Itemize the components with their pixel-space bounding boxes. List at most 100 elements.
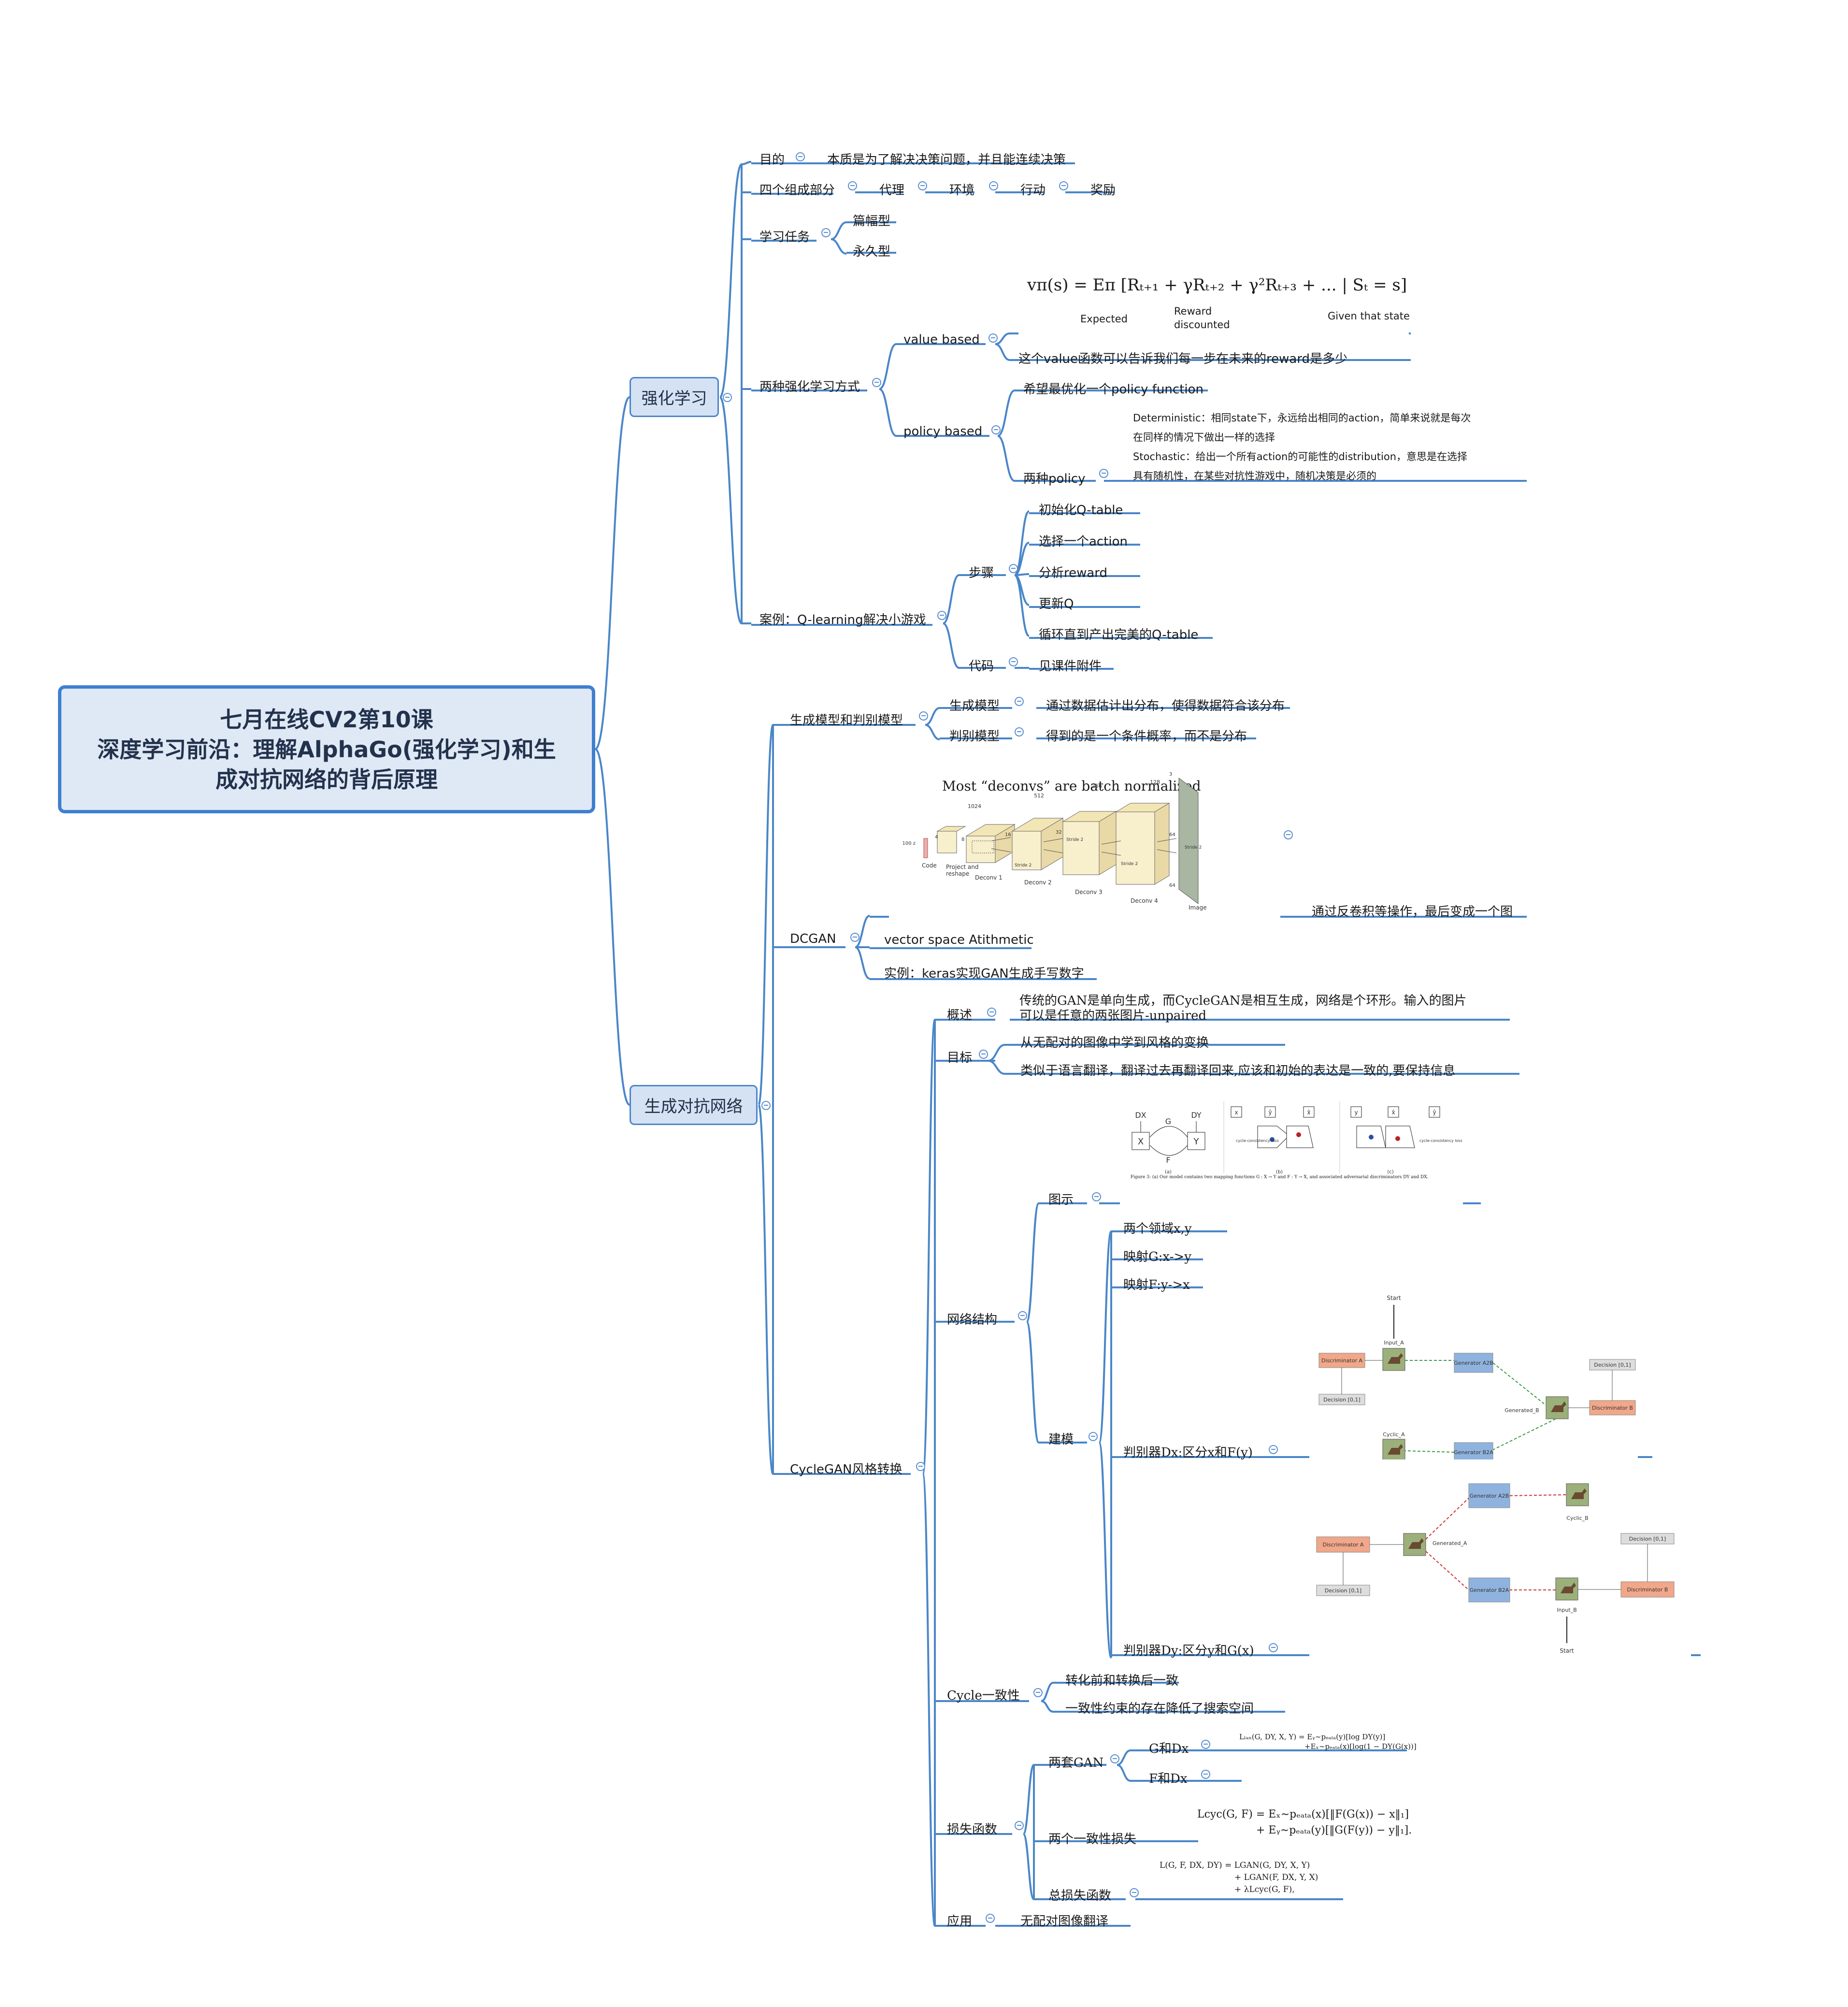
network-structure-label: 网络结构 <box>947 1313 998 1327</box>
formula-given-state-label: Given that state <box>1328 310 1410 322</box>
collapse-toggle-icon[interactable] <box>1284 830 1293 839</box>
collapse-toggle-icon[interactable] <box>723 393 732 402</box>
collapse-toggle-icon[interactable] <box>1009 657 1018 666</box>
policy-based-label: policy based <box>903 424 983 439</box>
xh-box <box>1303 1106 1315 1118</box>
collapse-toggle-icon[interactable] <box>872 378 881 387</box>
panel-b-label: (b) <box>1276 1170 1283 1175</box>
deconv3-label: Deconv 3 <box>1075 889 1103 895</box>
branch-gan[interactable]: 生成对抗网络 <box>630 1085 758 1125</box>
yh-box <box>1264 1106 1276 1118</box>
projection-line <box>991 848 1011 852</box>
q-learning-case-label: 案例：Q-learning解决小游戏 <box>759 613 926 627</box>
connector-curve <box>719 163 743 398</box>
collapse-toggle-icon[interactable] <box>937 611 946 620</box>
dcgan-figure-title: Most “deconvs” are batch normalized <box>942 778 1201 794</box>
collapse-toggle-icon[interactable] <box>979 1050 988 1059</box>
backward-link <box>1425 1498 1469 1540</box>
value-function-formula: vπ(s) = Eπ [Rₜ₊₁ + γRₜ₊₂ + γ²Rₜ₊₃ + ... … <box>1027 275 1407 295</box>
g-dx-label: G和Dx <box>1149 1742 1189 1756</box>
root-title-line1: 七月在线CV2第10课 <box>220 706 433 733</box>
code-vector <box>923 838 928 858</box>
collapse-toggle-icon[interactable] <box>796 152 805 161</box>
generator-a2b <box>1454 1353 1493 1373</box>
rl-component-agent: 代理 <box>879 183 905 198</box>
connector-curve <box>719 396 743 624</box>
collapse-toggle-icon[interactable] <box>989 181 998 190</box>
connector-curve <box>1014 574 1030 637</box>
illustration-label: 图示 <box>1048 1193 1074 1207</box>
connector-curve <box>1041 1700 1054 1713</box>
collapse-toggle-icon[interactable] <box>1015 697 1024 706</box>
discriminator-b-label: Discriminator B <box>1627 1587 1668 1593</box>
collapse-toggle-icon[interactable] <box>991 425 1001 434</box>
sample-point <box>1395 1136 1400 1141</box>
collapse-toggle-icon[interactable] <box>1018 1311 1027 1320</box>
collapse-toggle-icon[interactable] <box>1110 1754 1119 1763</box>
connector-curve <box>1117 1764 1131 1782</box>
discriminator-b-label: Discriminator B <box>1592 1405 1633 1411</box>
collapse-toggle-icon[interactable] <box>1099 469 1108 478</box>
value-function-formula-image: vπ(s) = Eπ [Rₜ₊₁ + γRₜ₊₂ + γ²Rₜ₊₃ + ... … <box>1018 271 1410 334</box>
collapse-toggle-icon[interactable] <box>1269 1445 1278 1454</box>
dim-label: 1024 <box>968 803 981 809</box>
dim-label: 32 <box>1056 830 1062 835</box>
collapse-toggle-icon[interactable] <box>848 181 857 190</box>
step-item: 选择一个action <box>1039 534 1128 549</box>
reshape-label: reshape <box>946 870 969 877</box>
collapse-toggle-icon[interactable] <box>987 1008 996 1017</box>
branch-gan-label: 生成对抗网络 <box>644 1097 743 1116</box>
total-loss-formula-line: + LGAN(F, DX, Y, X) <box>1234 1873 1318 1882</box>
generative-model-label: 生成模型 <box>949 699 1000 713</box>
projection-line <box>1043 838 1063 842</box>
sample-point <box>1296 1132 1301 1137</box>
collapse-toggle-icon[interactable] <box>1059 181 1068 190</box>
xh2-label: x̂ <box>1391 1109 1395 1116</box>
collapse-toggle-icon[interactable] <box>1015 1821 1024 1830</box>
collapse-toggle-icon[interactable] <box>919 711 928 721</box>
collapse-toggle-icon[interactable] <box>988 333 998 343</box>
collapse-toggle-icon[interactable] <box>1092 1192 1101 1201</box>
rl-purpose-label: 目的 <box>759 153 785 167</box>
forward-link <box>1425 1551 1469 1590</box>
collapse-toggle-icon[interactable] <box>1015 727 1024 736</box>
connector-curve <box>925 724 940 740</box>
project-block <box>937 831 957 853</box>
projection-line <box>1157 849 1177 853</box>
collapse-toggle-icon[interactable] <box>1009 564 1018 573</box>
code-label: 代码 <box>969 659 994 674</box>
collapse-toggle-icon[interactable] <box>918 181 927 190</box>
connector-curve <box>1098 1230 1112 1444</box>
generated-b-label: Generated_B <box>1504 1407 1539 1414</box>
rl-purpose-text: 本质是为了解决决策问题，并且能连续决策 <box>827 153 1066 167</box>
collapse-toggle-icon[interactable] <box>1269 1643 1278 1652</box>
mapping-g: 映射G:x->y <box>1123 1250 1191 1264</box>
gen-dis-label: 生成模型和判别模型 <box>790 713 903 728</box>
root-topic[interactable]: 七月在线CV2第10课 深度学习前沿：理解AlphaGo(强化学习)和生 成对抗… <box>58 685 595 813</box>
branch-reinforcement-learning[interactable]: 强化学习 <box>630 377 719 417</box>
collapse-toggle-icon[interactable] <box>1201 1770 1210 1779</box>
collapse-toggle-icon[interactable] <box>1089 1432 1098 1441</box>
decision-b-label: Decision [0,1] <box>1629 1536 1666 1542</box>
collapse-toggle-icon[interactable] <box>850 933 860 942</box>
policy-desc-line: 在同样的情况下做出一样的选择 <box>1133 432 1275 443</box>
cyclic-b-label: Cyclic_B <box>1566 1515 1588 1521</box>
root-title-line3: 成对抗网络的背后原理 <box>215 766 438 793</box>
panel-c-label: (c) <box>1387 1170 1393 1175</box>
backward-link <box>1492 1418 1556 1450</box>
generator-a2b-label: Generator A2B <box>1454 1360 1493 1366</box>
connector-curve <box>1026 1321 1040 1444</box>
collapse-toggle-icon[interactable] <box>986 1914 995 1923</box>
generator-a2b-label: Generator A2B <box>1470 1493 1509 1499</box>
connector-curve <box>879 343 897 390</box>
step-item: 更新Q <box>1039 597 1074 611</box>
collapse-toggle-icon[interactable] <box>1130 1888 1139 1897</box>
collapse-toggle-icon[interactable] <box>821 228 831 237</box>
collapse-toggle-icon[interactable] <box>1033 1688 1043 1697</box>
dim-label: 8 <box>961 837 964 842</box>
connector-curve <box>988 1060 1005 1075</box>
collapse-toggle-icon[interactable] <box>916 1462 925 1471</box>
collapse-toggle-icon[interactable] <box>761 1101 771 1110</box>
collapse-toggle-icon[interactable] <box>1201 1740 1210 1749</box>
